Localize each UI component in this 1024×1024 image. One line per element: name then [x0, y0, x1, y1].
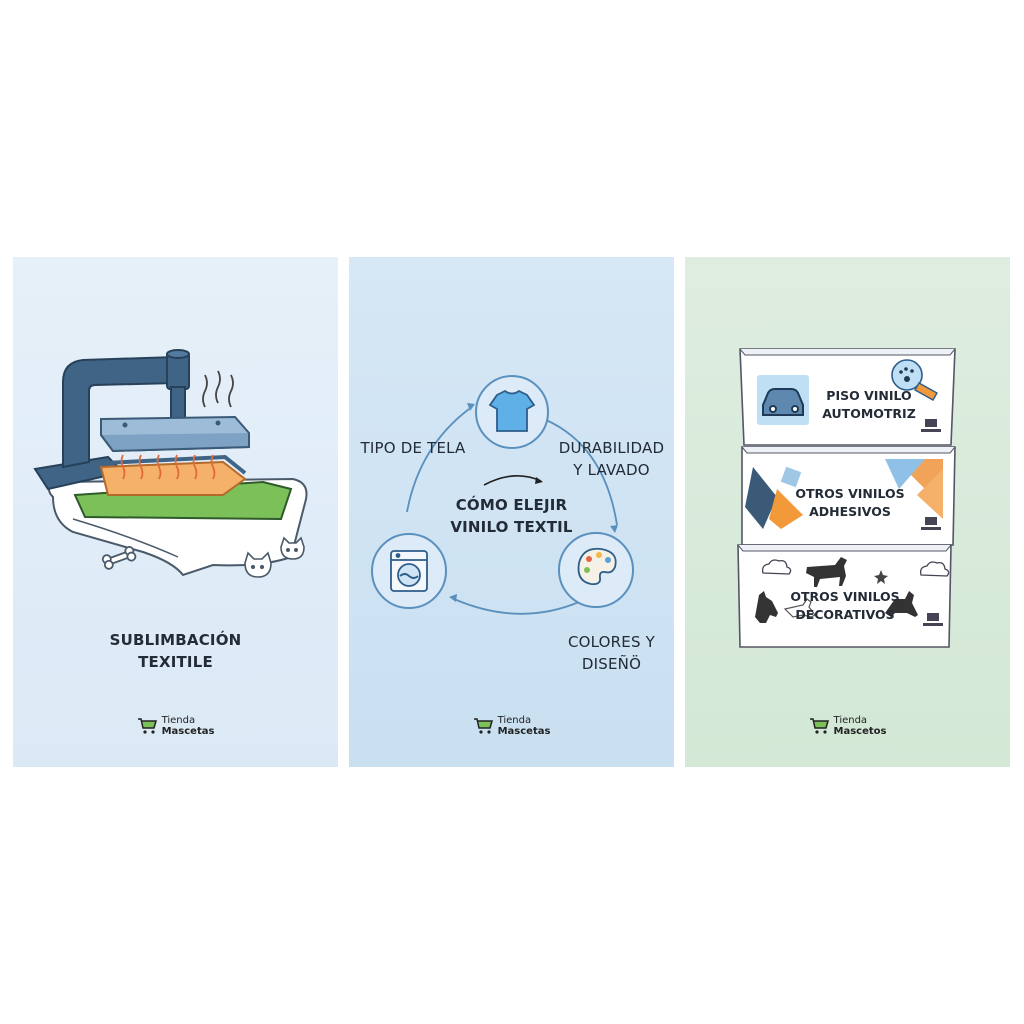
- shopping-cart-icon: [137, 718, 157, 734]
- label-fabric-type: TIPO DE TELA: [360, 439, 466, 457]
- card-automotive: [739, 348, 956, 446]
- label-durability: DURABILIDAD Y LAVADO: [558, 439, 665, 479]
- cat-icon: [783, 598, 816, 618]
- stacked-boxes-illustration: [737, 348, 956, 648]
- panel-title: SUBLIMBACIÓN TEXITILE: [109, 631, 242, 671]
- pet-brush-icon: [891, 359, 938, 401]
- card-label-decorative: OTROS VINILOS DECORATIVOS: [790, 589, 900, 622]
- card-label-automotive: PISO VINILO AUTOMOTRIZ: [822, 388, 916, 421]
- card-label-adhesive: OTROS VINILOS ADHESIVOS: [795, 486, 905, 519]
- washing-machine-icon: [390, 550, 428, 592]
- panel-choose-vinyl: CÓMO ELEJIR VINILO TEXTIL TIPO DE TELA D…: [349, 257, 674, 767]
- tshirt-icon: [488, 389, 536, 432]
- mini-logo: [923, 613, 943, 626]
- mini-logo: [921, 517, 941, 530]
- card-decorative: [737, 544, 952, 648]
- shopping-cart-icon: [809, 718, 829, 734]
- palette-icon: [577, 547, 617, 586]
- diagram-center-title: CÓMO ELEJIR VINILO TEXTIL: [450, 496, 573, 536]
- heat-press-illustration: [33, 349, 308, 578]
- cycle-diagram: [371, 375, 634, 615]
- panel-vinyl-products: PISO VINILO AUTOMOTRIZ OTROS VINILOS ADH…: [685, 257, 1010, 767]
- shopping-cart-icon: [473, 718, 493, 734]
- label-colors-design: COLORES Y DISEÑÖ: [567, 633, 656, 673]
- card-adhesive: [741, 446, 956, 546]
- dog-icon: [755, 557, 918, 623]
- mini-logo: [921, 419, 941, 432]
- car-icon: [762, 388, 804, 416]
- cat-icon: [244, 536, 305, 578]
- bone-icon: [101, 546, 137, 570]
